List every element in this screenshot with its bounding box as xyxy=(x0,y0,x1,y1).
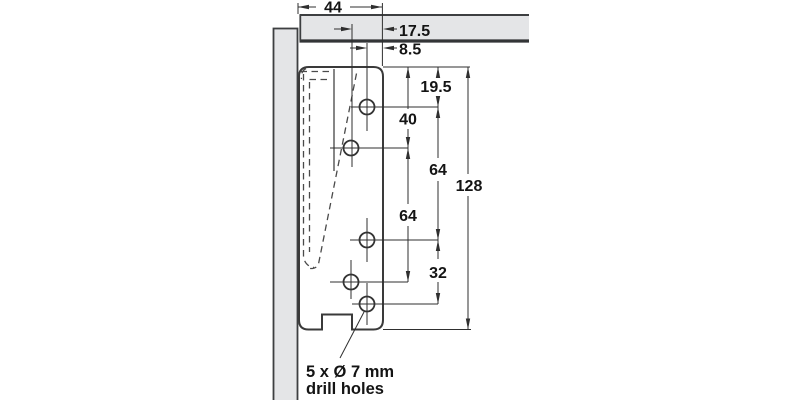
top-panel-fill xyxy=(299,15,529,41)
drill-hole-2 xyxy=(342,139,360,157)
note-leader-line xyxy=(339,311,365,359)
dim-17-5-label: 17.5 xyxy=(399,23,430,40)
dim-19-5-arrow-bottom xyxy=(435,96,441,107)
note-line1: 5 x Ø 7 mm xyxy=(306,363,394,381)
dim-17-5-arrow-left xyxy=(341,26,352,32)
dim-128-arrow-top xyxy=(465,67,471,78)
dim-32-label: 32 xyxy=(429,265,447,282)
note-line2: drill holes xyxy=(306,380,384,398)
drill-hole-3 xyxy=(358,231,376,249)
front-bracket-outline xyxy=(298,66,384,331)
dim-40-label: 40 xyxy=(399,112,417,129)
dim-column-inner: 40 64 xyxy=(399,67,417,282)
dim-40-arrow-bottom xyxy=(405,137,411,148)
dim-19-5-arrow-top xyxy=(435,67,441,78)
drill-hole-5 xyxy=(358,295,376,313)
dim-40-arrow-top xyxy=(405,67,411,78)
drill-hole-4 xyxy=(342,273,360,291)
dim-64-lower-label: 64 xyxy=(399,208,417,225)
dim-19-5-label: 19.5 xyxy=(420,79,451,96)
dim-64b-arrow-top xyxy=(405,148,411,159)
extension-lines xyxy=(297,3,471,330)
runner-dashed-vertical-outer xyxy=(302,74,315,269)
cabinet-side-panel xyxy=(272,27,299,400)
cabinet-top-panel xyxy=(299,14,529,43)
dim-8-5-arrow-left xyxy=(356,45,367,51)
dim-44: 44 xyxy=(298,0,382,17)
dim-64b-arrow-bottom xyxy=(405,271,411,282)
dim-8-5: 8.5 xyxy=(350,42,421,59)
dim-128-label: 128 xyxy=(456,178,483,195)
drill-holes xyxy=(342,98,376,313)
dim-64-upper-label: 64 xyxy=(429,162,447,179)
runner-dashed-diagonal xyxy=(306,73,358,270)
dim-44-arrow-right xyxy=(371,4,382,10)
dim-17-5: 17.5 xyxy=(334,23,430,40)
dim-column-middle: 19.5 64 32 xyxy=(420,67,452,304)
dim-32-arrow-bottom xyxy=(435,293,441,304)
dim-44-arrow-left xyxy=(298,4,309,10)
dim-128-arrow-bottom xyxy=(465,318,471,330)
dim-8-5-arrow-right xyxy=(383,45,394,51)
drill-note: 5 x Ø 7 mm drill holes xyxy=(306,311,394,398)
dim-32-arrow-top xyxy=(435,240,441,251)
runner-dashed-hook xyxy=(300,67,307,80)
drill-hole-1 xyxy=(358,98,376,116)
dim-64a-arrow-bottom xyxy=(435,229,441,240)
dim-17-5-arrow-right xyxy=(383,26,394,32)
dim-column-outer: 128 xyxy=(456,67,483,330)
dim-64a-arrow-top xyxy=(435,107,441,118)
runner-profile-dashed xyxy=(300,67,358,270)
dim-44-label: 44 xyxy=(324,0,342,17)
dim-8-5-label: 8.5 xyxy=(399,42,421,59)
